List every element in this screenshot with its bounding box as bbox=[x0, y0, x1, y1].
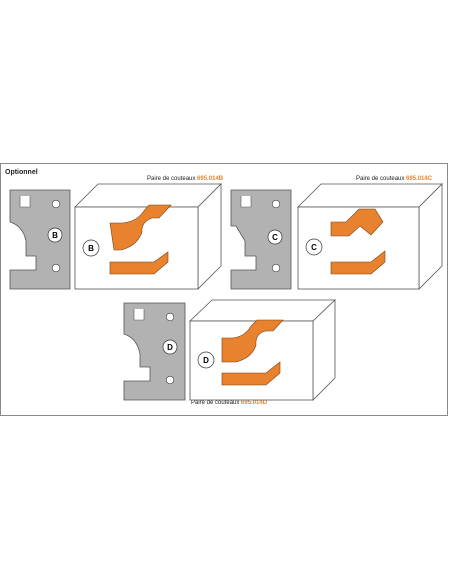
profile-b-upper bbox=[109, 204, 172, 251]
caption-c: Paire de couteaux 695.014C bbox=[356, 175, 432, 183]
caption-b: Paire de couteaux 695.014B bbox=[147, 175, 223, 183]
knife-c-hole-bottom bbox=[271, 263, 281, 273]
caption-b-code: 695.014B bbox=[197, 176, 224, 182]
block-c-letter: C bbox=[311, 243, 317, 252]
knife-d-hole-top bbox=[165, 312, 175, 322]
knife-b-letter: B bbox=[52, 231, 58, 240]
profile-d-lower bbox=[221, 361, 281, 386]
block-b: B bbox=[74, 183, 222, 290]
knife-d: D bbox=[123, 302, 186, 401]
caption-d: Paire de couteaux 695.014D bbox=[191, 399, 267, 407]
knife-d-hole-bottom bbox=[165, 375, 175, 385]
caption-b-prefix: Paire de couteaux bbox=[147, 176, 196, 182]
profile-d-upper bbox=[221, 319, 284, 363]
knife-b: B bbox=[9, 189, 71, 290]
block-d-letter: D bbox=[203, 356, 209, 365]
profile-c-lower bbox=[330, 250, 386, 275]
profile-c-upper bbox=[330, 208, 384, 237]
caption-c-prefix: Paire de couteaux bbox=[356, 176, 405, 182]
block-c: C bbox=[297, 183, 443, 290]
knife-b-letter-circle bbox=[47, 227, 63, 243]
knife-c-letter-circle bbox=[267, 229, 283, 245]
caption-d-prefix: Paire de couteaux bbox=[191, 400, 240, 406]
knife-b-hole-bottom bbox=[51, 263, 61, 273]
knife-c-letter: C bbox=[272, 233, 278, 242]
section-label: Optionnel bbox=[5, 169, 38, 176]
profile-b-lower bbox=[109, 251, 169, 275]
block-d: D bbox=[189, 299, 336, 401]
caption-d-code: 695.014D bbox=[241, 400, 268, 406]
knife-d-letter: D bbox=[167, 343, 173, 352]
caption-c-code: 695.014C bbox=[406, 176, 433, 182]
knife-b-hole-top bbox=[51, 199, 61, 209]
block-b-letter: B bbox=[88, 244, 94, 253]
knife-d-letter-circle bbox=[162, 339, 178, 355]
knife-c: C bbox=[230, 189, 292, 290]
knife-c-hole-top bbox=[271, 199, 281, 209]
